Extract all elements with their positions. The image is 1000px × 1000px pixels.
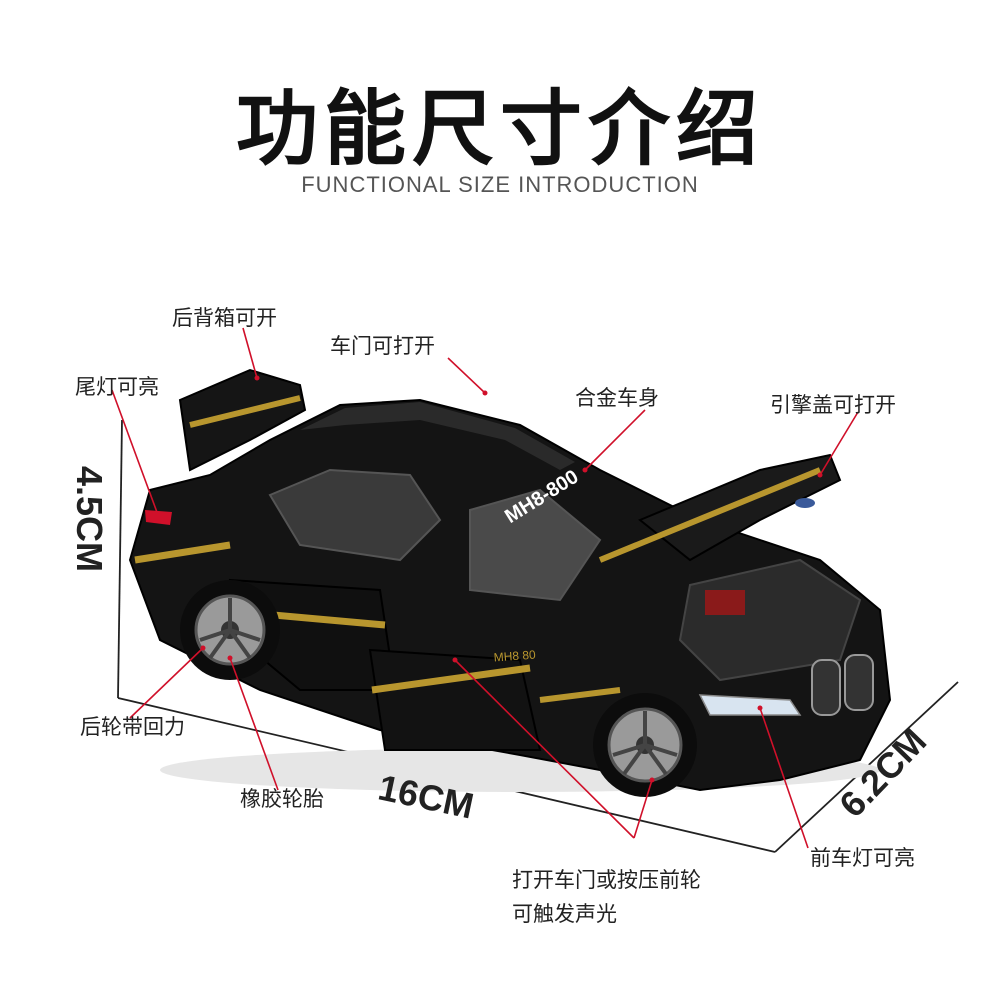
page-subtitle: FUNCTIONAL SIZE INTRODUCTION — [301, 172, 699, 197]
car-illustration — [128, 368, 892, 797]
door-model-text: MH8 80 — [493, 648, 536, 665]
label-door: 车门可打开 — [330, 334, 435, 358]
label-sound-line2: 可触发声光 — [512, 902, 617, 926]
label-trunk: 后背箱可开 — [172, 306, 277, 330]
dimension-height: 4.5CM — [69, 465, 111, 573]
label-tire: 橡胶轮胎 — [240, 787, 324, 811]
label-body: 合金车身 — [575, 386, 659, 410]
label-taillight: 尾灯可亮 — [75, 375, 159, 399]
pointer-dots — [155, 375, 823, 783]
page-title: 功能尺寸介绍 — [235, 82, 764, 177]
pointer-lines — [111, 327, 859, 849]
label-headlight: 前车灯可亮 — [810, 846, 915, 870]
label-hood: 引擎盖可打开 — [770, 393, 896, 417]
label-pullback: 后轮带回力 — [80, 715, 185, 739]
label-sound-line1: 打开车门或按压前轮 — [512, 868, 701, 892]
